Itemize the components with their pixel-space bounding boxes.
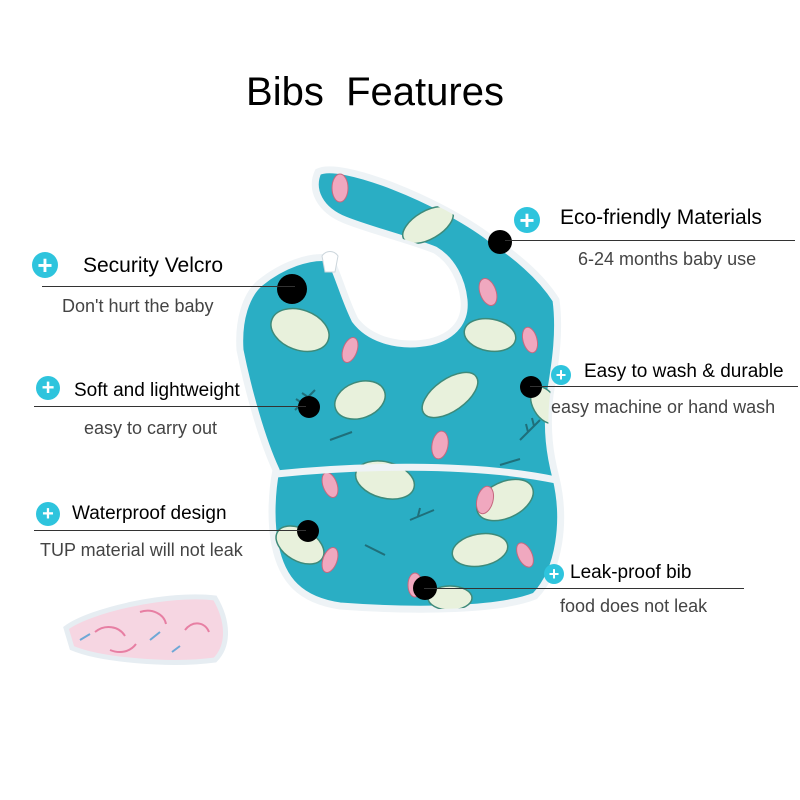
waterproof-subtitle: TUP material will not leak: [40, 540, 243, 560]
wash-dot-icon: [520, 376, 542, 398]
bib-pattern: [270, 173, 561, 610]
soft-dot-icon: [298, 396, 320, 418]
leakproof-subtitle: food does not leak: [560, 596, 708, 616]
velcro-tab: [321, 251, 339, 273]
eco-plus-icon: +: [514, 207, 540, 233]
soft-subtitle: easy to carry out: [84, 418, 218, 438]
soft-plus-icon: +: [36, 376, 60, 400]
leakproof-plus-icon: +: [544, 564, 564, 584]
wash-plus-icon: +: [551, 365, 571, 385]
wash-rule: [530, 386, 798, 387]
waterproof-dot-icon: [297, 520, 319, 542]
soft-rule: [34, 406, 306, 407]
leakproof-title: Leak-proof bib: [570, 562, 692, 583]
eco-subtitle: 6-24 months baby use: [578, 249, 757, 269]
wash-title: Easy to wash & durable: [584, 361, 784, 382]
eco-title: Eco-friendly Materials: [560, 206, 762, 229]
waterproof-plus-icon: +: [36, 502, 60, 526]
waterproof-title: Waterproof design: [72, 503, 227, 524]
velcro-title: Security Velcro: [83, 254, 224, 277]
velcro-plus-icon: +: [32, 252, 58, 278]
velcro-rule: [42, 286, 295, 287]
bib-pocket: [275, 463, 557, 484]
velcro-dot-icon: [277, 274, 307, 304]
waterproof-rule: [34, 530, 306, 531]
soft-title: Soft and lightweight: [74, 380, 240, 401]
wash-subtitle: easy machine or hand wash: [551, 397, 776, 417]
page-title: Bibs Features: [246, 70, 504, 114]
eco-rule: [505, 240, 795, 241]
eco-dot-icon: [488, 230, 512, 254]
leakproof-rule: [424, 588, 744, 589]
velcro-subtitle: Don't hurt the baby: [62, 296, 214, 316]
